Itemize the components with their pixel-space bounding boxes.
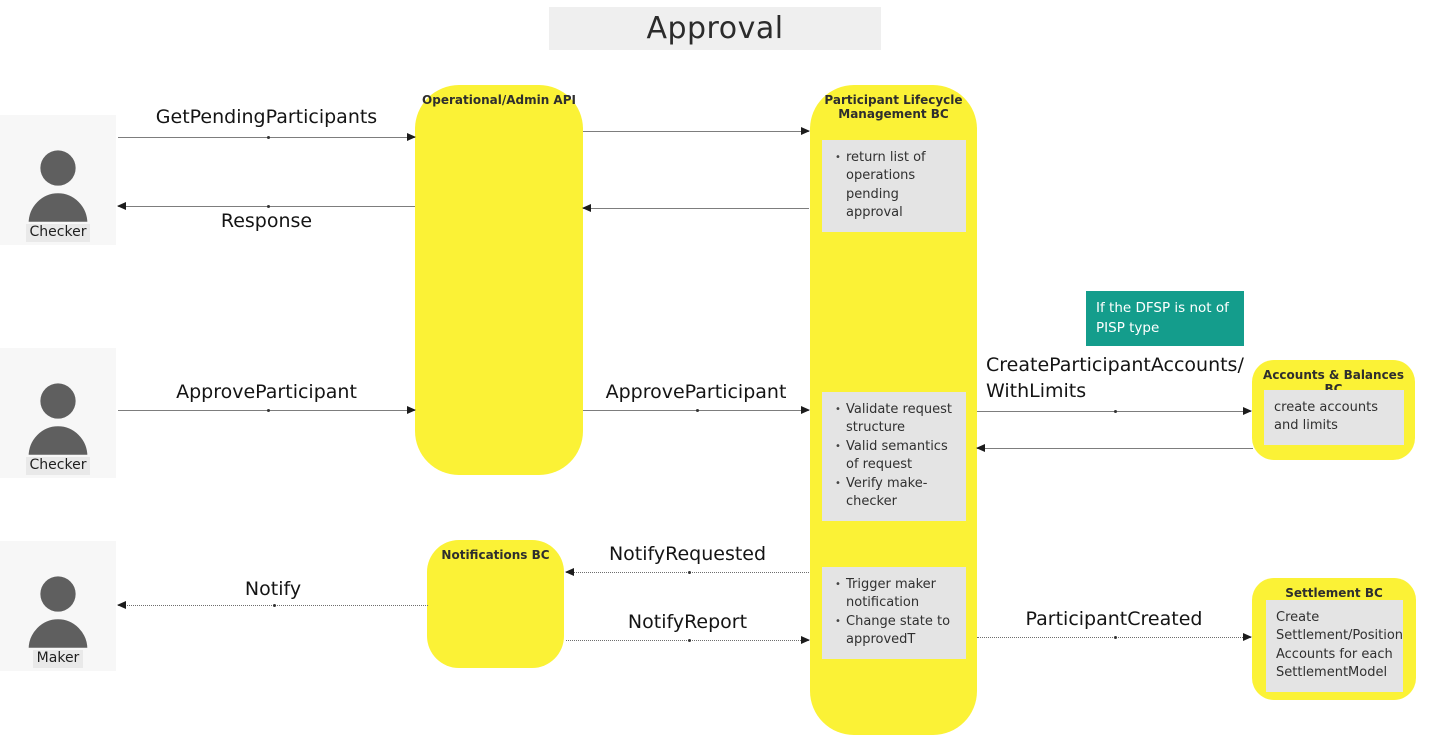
component-title: Participant Lifecycle Management BC <box>824 93 963 122</box>
component-notifications-bc: Notifications BC <box>427 540 564 668</box>
component-title: Notifications BC <box>441 548 550 562</box>
message-label-approve-participant-1: ApproveParticipant <box>176 381 357 403</box>
component-settlement-bc: Settlement BC Create Settlement/Position… <box>1252 578 1416 700</box>
component-title: Operational/Admin API <box>422 93 576 107</box>
actor-maker: Maker <box>0 541 116 671</box>
bullet-icon: • <box>835 477 841 489</box>
bullet-icon: • <box>835 404 841 415</box>
arrowhead-icon <box>565 568 574 576</box>
message-label-participant-created: ParticipantCreated <box>1025 608 1203 630</box>
note-create-accounts: create accounts and limits <box>1264 390 1404 445</box>
message-label-create-participant-accounts: CreateParticipantAccounts/ WithLimits <box>986 354 1244 402</box>
component-accounts-balances-bc: Accounts & Balances BC create accounts a… <box>1252 360 1415 460</box>
arrowhead-icon <box>117 202 126 210</box>
message-label-notify: Notify <box>244 578 302 600</box>
note-trigger-notification: • Trigger maker notification • Change st… <box>822 567 966 659</box>
person-icon <box>25 382 91 458</box>
component-operational-admin-api: Operational/Admin API <box>415 85 583 475</box>
actor-label: Checker <box>25 223 91 242</box>
arrowhead-icon <box>117 601 126 609</box>
note-create-settlement-accounts: Create Settlement/Position Accounts for … <box>1266 600 1403 692</box>
bullet-icon: • <box>835 615 841 627</box>
note-pending-approval: • return list of operations pending appr… <box>822 140 966 232</box>
note-validate-request: • Validate request structure • Valid sem… <box>822 392 966 521</box>
actor-checker-2: Checker <box>0 348 116 478</box>
message-label-get-pending-participants: GetPendingParticipants <box>155 106 378 128</box>
bullet-icon: • <box>835 579 841 590</box>
bullet-icon: • <box>835 440 841 452</box>
component-participant-lifecycle-management-bc: Participant Lifecycle Management BC • re… <box>810 85 977 735</box>
arrowhead-icon <box>1243 633 1252 641</box>
arrowhead-icon <box>407 133 416 141</box>
bullet-icon: • <box>835 152 841 163</box>
actor-checker-1: Checker <box>0 115 116 245</box>
arrowhead-icon <box>407 406 416 414</box>
message-label-notify-report: NotifyReport <box>627 611 748 633</box>
diagram-title: Approval <box>549 7 881 50</box>
actor-label: Maker <box>32 649 84 668</box>
arrowhead-icon <box>1243 407 1252 415</box>
arrowhead-icon <box>801 636 810 644</box>
component-title: Settlement BC <box>1285 586 1383 600</box>
condition-note: If the DFSP is not of PISP type <box>1086 291 1244 347</box>
arrowhead-icon <box>801 406 810 414</box>
message-label-approve-participant-2: ApproveParticipant <box>605 381 787 403</box>
message-label-notify-requested: NotifyRequested <box>608 543 767 565</box>
arrowhead-icon <box>976 444 985 452</box>
person-icon <box>25 575 91 651</box>
actor-label: Checker <box>25 456 91 475</box>
message-label-response: Response <box>220 210 313 232</box>
arrowhead-icon <box>582 204 591 212</box>
arrowhead-icon <box>801 127 810 135</box>
person-icon <box>25 149 91 225</box>
